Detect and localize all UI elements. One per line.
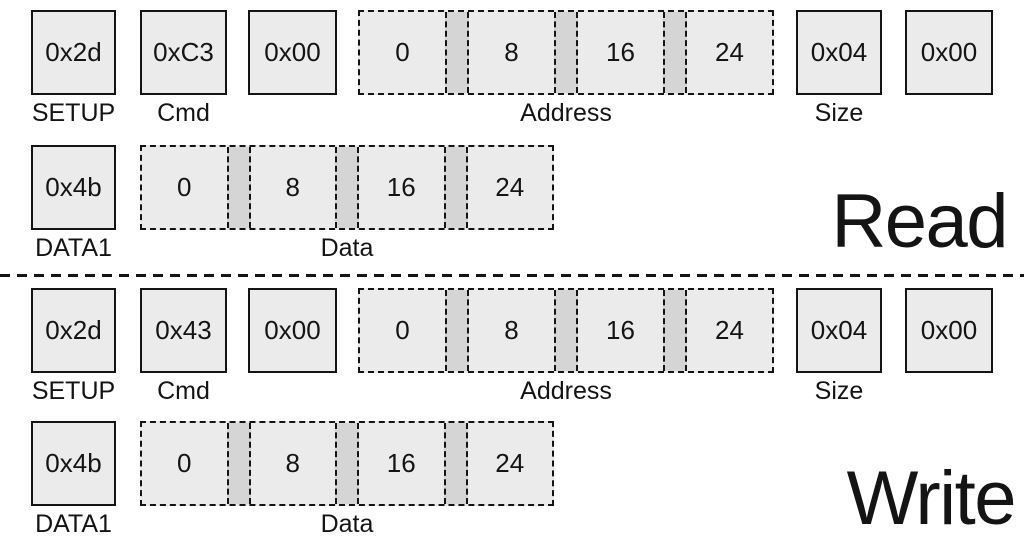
setup-byte-box: 0x2d [31,288,116,373]
byte-separator [554,12,578,93]
data-byte-cell-16: 16 [386,448,416,478]
read-data-field: 0 8 16 24 Data [140,145,554,262]
pad-byte-box: 0x00 [248,10,337,95]
size-field-label: Size [814,377,864,405]
write-address-field: 0 8 16 24 Address [358,288,774,405]
byte-separator [445,290,469,371]
data-byte-cell-24: 24 [495,448,525,478]
cmd-byte-box: 0x43 [140,288,227,373]
read-pad-field: 0x00 [248,10,337,95]
cmd-field-label: Cmd [157,99,210,127]
byte-separator [445,12,469,93]
read-data1-field: 0x4b DATA1 [31,145,116,262]
data-byte-cell-16: 16 [386,172,416,202]
size-byte-box: 0x04 [796,10,882,95]
address-byte-strip: 0 8 16 24 [358,10,774,95]
data1-field-label: DATA1 [35,234,112,262]
data1-field-label: DATA1 [35,510,112,538]
address-byte-cell-8: 8 [504,315,519,345]
read-address-field: 0 8 16 24 Address [358,10,774,127]
address-byte-strip: 0 8 16 24 [358,288,774,373]
pad-byte-box: 0x00 [905,288,993,373]
address-byte-cell-0: 0 [395,37,410,67]
data1-byte-box: 0x4b [31,145,116,230]
pad-byte-box: 0x00 [248,288,337,373]
section-divider [0,274,1024,277]
read-cmd-field: 0xC3 Cmd [140,10,227,127]
byte-separator [226,423,251,504]
byte-separator [554,290,578,371]
data-field-label: Data [320,510,374,538]
cmd-byte-box: 0xC3 [140,10,227,95]
read-setup-field: 0x2d SETUP [31,10,116,127]
data-byte-cell-24: 24 [495,172,525,202]
byte-separator [663,290,687,371]
data-byte-cell-0: 0 [177,448,192,478]
size-byte-box: 0x04 [796,288,882,373]
byte-separator [335,147,359,228]
setup-byte-box: 0x2d [31,10,116,95]
pad-byte-box: 0x00 [905,10,993,95]
address-field-label: Address [520,377,612,405]
setup-field-label: SETUP [31,99,116,127]
data-byte-cell-8: 8 [285,448,300,478]
write-title: Write [846,456,1017,541]
write-data1-field: 0x4b DATA1 [31,421,116,538]
write-data-field: 0 8 16 24 Data [140,421,554,538]
write-pad-field: 0x00 [248,288,337,373]
data-byte-cell-0: 0 [177,172,192,202]
byte-separator [443,147,468,228]
byte-separator [335,423,359,504]
size-field-label: Size [814,99,864,127]
data1-byte-box: 0x4b [31,421,116,506]
address-field-label: Address [520,99,612,127]
byte-separator [226,147,251,228]
address-byte-cell-0: 0 [395,315,410,345]
byte-separator [663,12,687,93]
read-title: Read [831,179,1008,264]
data-field-label: Data [320,234,374,262]
write-size-field: 0x04 Size [796,288,882,405]
address-byte-cell-24: 24 [715,315,744,345]
data-byte-cell-8: 8 [285,172,300,202]
write-cmd-field: 0x43 Cmd [140,288,227,405]
cmd-field-label: Cmd [157,377,210,405]
data-byte-strip: 0 8 16 24 [140,421,554,506]
address-byte-cell-8: 8 [504,37,519,67]
byte-separator [443,423,468,504]
address-byte-cell-24: 24 [715,37,744,67]
read-size-field: 0x04 Size [796,10,882,127]
setup-field-label: SETUP [31,377,116,405]
write-pad2-field: 0x00 [905,288,993,373]
address-byte-cell-16: 16 [606,37,635,67]
data-byte-strip: 0 8 16 24 [140,145,554,230]
address-byte-cell-16: 16 [606,315,635,345]
write-setup-field: 0x2d SETUP [31,288,116,405]
read-pad2-field: 0x00 [905,10,993,95]
